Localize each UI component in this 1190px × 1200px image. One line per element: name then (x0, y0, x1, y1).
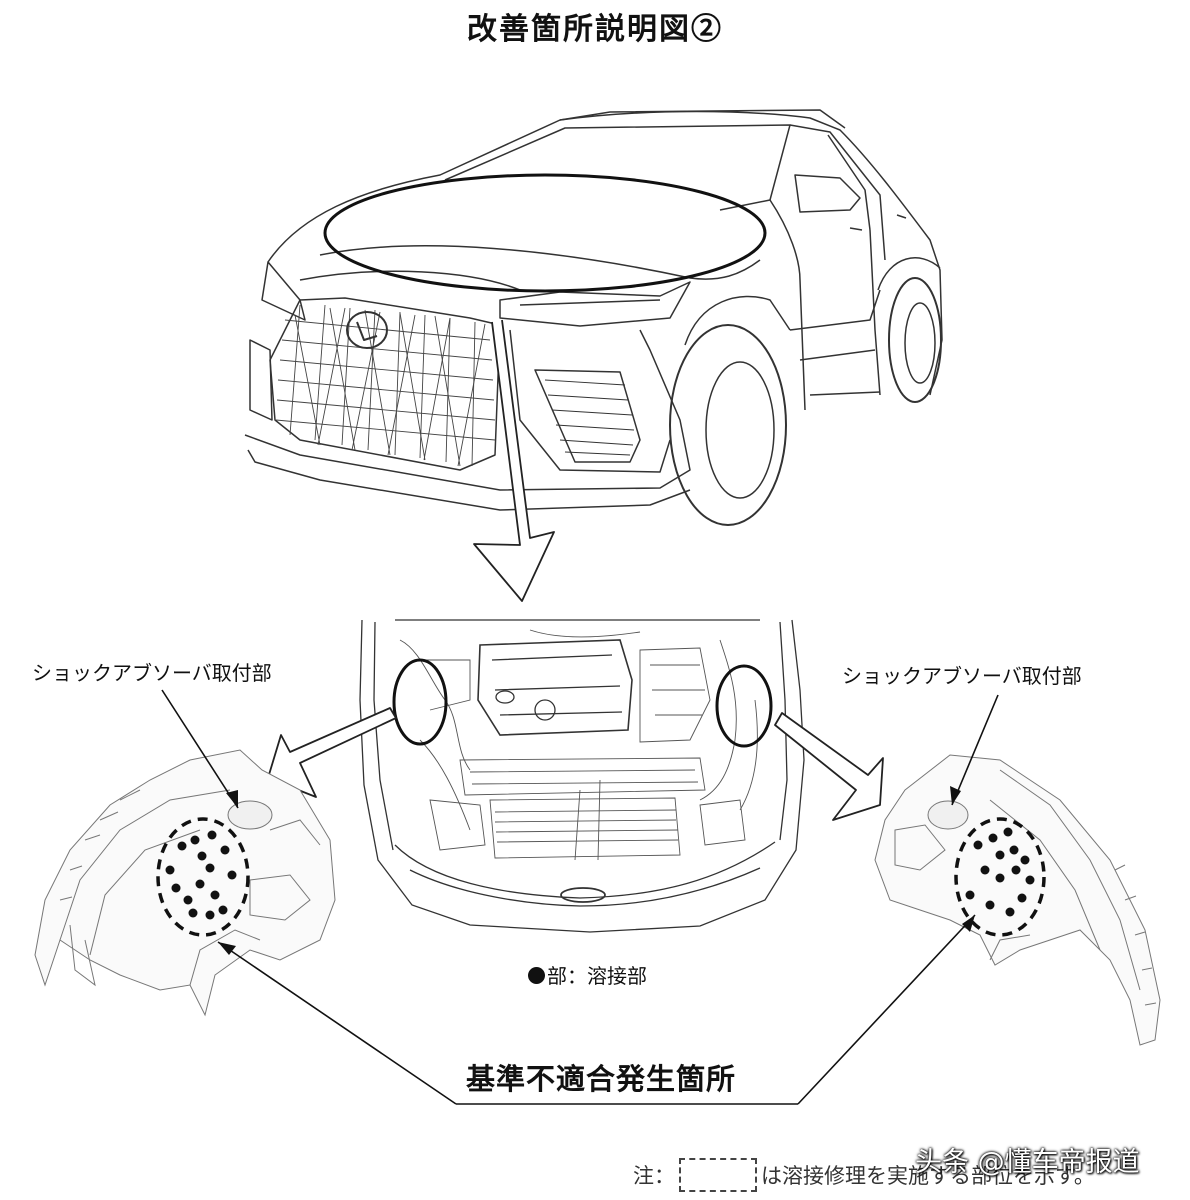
nonconformity-location-label: 基準不適合発生箇所 (466, 1062, 737, 1096)
left-weld-repair-region (156, 817, 250, 937)
vehicle-exterior-drawing (244, 109, 943, 526)
right-weld-repair-region (954, 817, 1046, 937)
repair-note: 注： は溶接修理を実施する部位を示す。 (633, 1158, 1095, 1192)
weld-legend: 部：溶接部 (528, 960, 647, 989)
callout-leaders (161, 689, 999, 1105)
watermark: 头条 @懂车帝报道 (915, 1147, 1140, 1178)
hood-highlight-ellipse (323, 173, 767, 293)
page-title: 改善箇所説明図② (467, 12, 723, 47)
left-mount-detail-drawing (34, 749, 336, 1017)
right-mount-detail-drawing (874, 754, 1161, 1046)
weld-dot-icon (528, 967, 545, 984)
right-detail-arrow (774, 712, 884, 821)
note-suffix: は溶接修理を実施する部位を示す。 (761, 1164, 1095, 1188)
shock-absorber-mount-label-left: ショックアブソーバ取付部 (32, 661, 272, 685)
callout-arrowheads (218, 786, 975, 955)
right-weld-dots (965, 827, 1035, 917)
left-weld-dots (165, 830, 237, 920)
note-prefix: 注： (633, 1164, 675, 1188)
left-detail-arrow (267, 707, 397, 798)
weld-legend-text: 部：溶接部 (547, 964, 647, 988)
right-mount-circle (715, 664, 773, 748)
dashed-box-icon (679, 1158, 757, 1192)
left-mount-circle (392, 658, 448, 746)
shock-absorber-mount-label-right: ショックアブソーバ取付部 (842, 664, 1082, 688)
down-arrow (473, 319, 555, 602)
